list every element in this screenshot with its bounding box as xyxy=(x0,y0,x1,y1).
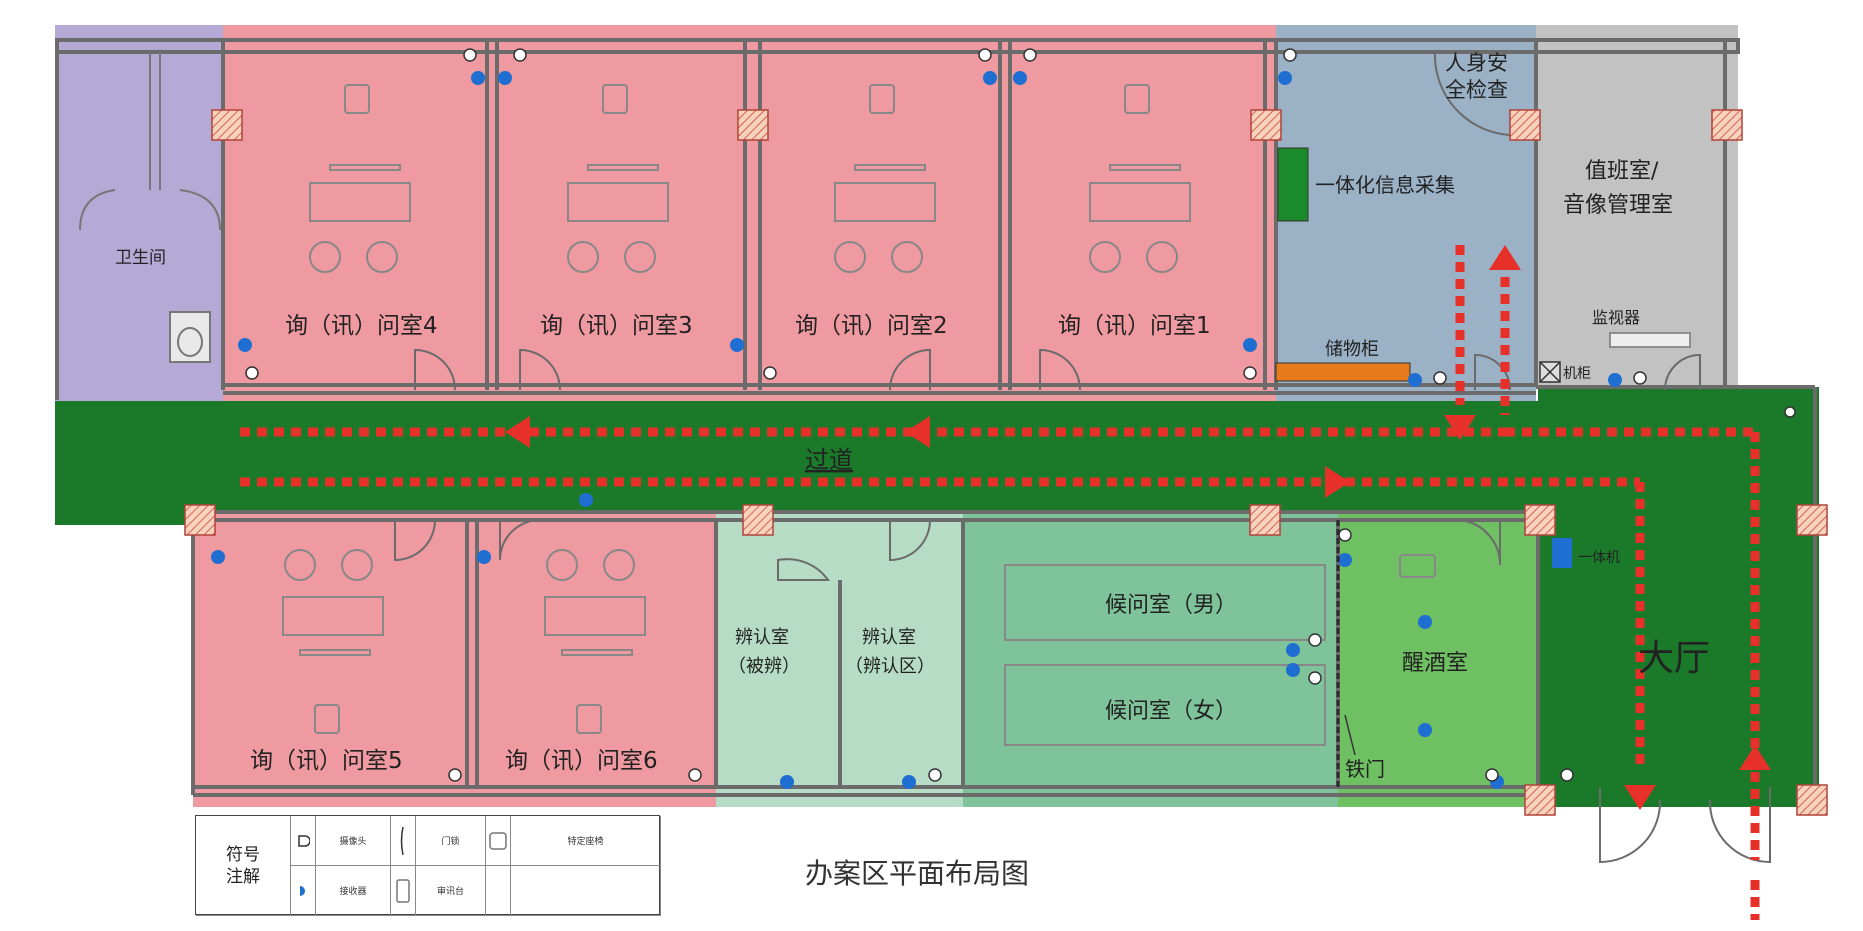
legend-door-lock-label: 门锁 xyxy=(416,816,486,866)
walls xyxy=(55,38,1817,797)
label-hall: 大厅 xyxy=(1638,638,1710,679)
server-cabinet-box xyxy=(1539,361,1561,383)
label-duty-room-2: 音像管理室 xyxy=(1563,193,1673,218)
interrogation-bottom-zone xyxy=(193,512,716,807)
label-storage-cabinet: 储物柜 xyxy=(1325,339,1379,360)
legend-interrogation-desk-label: 审讯台 xyxy=(416,866,486,916)
label-corridor: 过道 xyxy=(805,446,853,474)
legend-receiver-label: 接收器 xyxy=(316,866,391,916)
diagram-title: 办案区平面布局图 xyxy=(805,857,1030,890)
monitor-shape xyxy=(1609,332,1691,348)
info-collection-station xyxy=(1277,147,1309,222)
gate-machine xyxy=(1552,538,1572,568)
interrogation-desk-icon xyxy=(391,866,416,916)
label-waiting-female: 候问室（女） xyxy=(1105,699,1237,724)
label-interrogation-2: 询（讯）问室2 xyxy=(795,313,948,339)
label-iron-door: 铁门 xyxy=(1345,757,1385,781)
label-interrogation-5: 询（讯）问室5 xyxy=(250,748,403,774)
route-arrows xyxy=(505,245,1771,810)
label-identify-suspect-2: （被辨） xyxy=(728,656,800,677)
label-sobering-room: 醒酒室 xyxy=(1402,651,1468,676)
label-interrogation-6: 询（讯）问室6 xyxy=(505,748,658,774)
legend-heading: 符号 注解 xyxy=(196,816,291,916)
label-duty-room-1: 值班室/ xyxy=(1585,159,1659,184)
pillars xyxy=(184,109,1828,816)
legend-box: 符号 注解 摄像头 门锁 特定座椅 接收器 审讯台 xyxy=(195,815,661,916)
label-gate-machine: 一体机 xyxy=(1578,550,1620,566)
label-waiting-male: 候问室（男） xyxy=(1105,593,1237,618)
sensors xyxy=(211,48,1796,789)
label-monitor: 监视器 xyxy=(1592,308,1640,327)
camera-icon xyxy=(291,816,316,866)
label-interrogation-3: 询（讯）问室3 xyxy=(540,313,693,339)
label-identify-suspect-1: 辨认室 xyxy=(735,627,789,648)
hall-zone xyxy=(1538,387,1819,807)
label-info-collection: 一体化信息采集 xyxy=(1315,173,1455,197)
legend-empty-cell xyxy=(511,866,661,916)
label-interrogation-1: 询（讯）问室1 xyxy=(1058,313,1211,339)
furniture-bottom xyxy=(282,549,1436,746)
sobering-zone xyxy=(1338,512,1538,807)
route-path xyxy=(240,245,1760,920)
label-security-check-1: 人身安 xyxy=(1445,51,1508,75)
label-interrogation-4: 询（讯）问室4 xyxy=(285,313,438,339)
receiver-icon xyxy=(291,866,316,916)
interrogation-top-zone xyxy=(223,25,1276,401)
door-lock-icon xyxy=(391,816,416,866)
toilet-fixtures xyxy=(79,52,221,363)
furniture-top xyxy=(309,84,1191,273)
legend-empty-cell xyxy=(486,866,511,916)
iron-door-pointer xyxy=(1344,714,1356,756)
label-server-cabinet: 机柜 xyxy=(1563,366,1591,382)
duty-zone xyxy=(1536,25,1738,387)
legend-camera-label: 摄像头 xyxy=(316,816,391,866)
label-security-check-2: 全检查 xyxy=(1445,78,1508,102)
label-toilet: 卫生间 xyxy=(115,248,166,268)
label-identify-witness-1: 辨认室 xyxy=(862,627,916,648)
storage-cabinet-box xyxy=(1275,362,1411,382)
waiting-zone xyxy=(963,512,1338,807)
label-identify-witness-2: （辨认区） xyxy=(845,656,935,677)
special-chair-icon xyxy=(486,816,511,866)
legend-special-chair-label: 特定座椅 xyxy=(511,816,661,866)
security-zone xyxy=(1276,25,1536,401)
